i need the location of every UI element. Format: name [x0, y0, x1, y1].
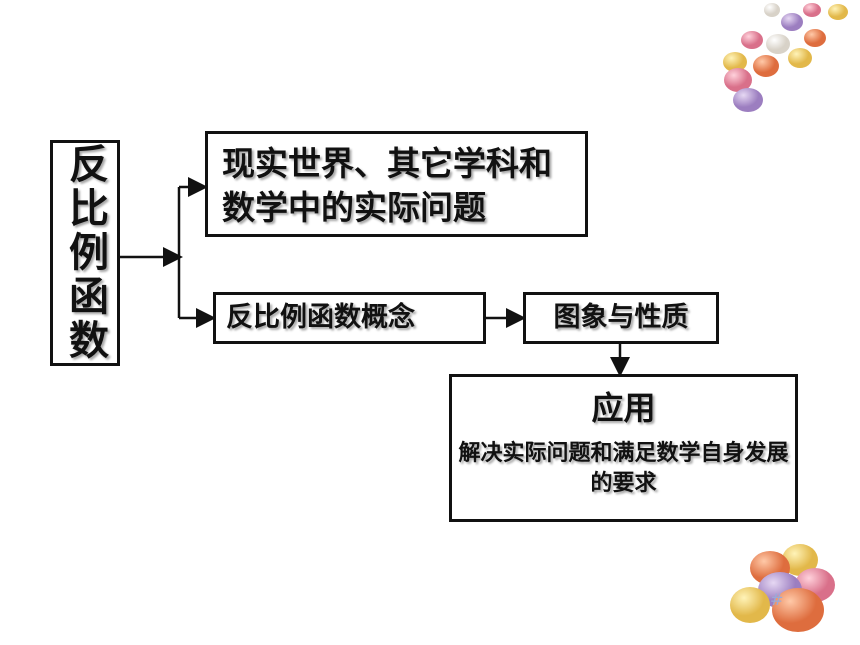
properties-label: 图象与性质 — [553, 302, 689, 333]
application-description: 解决实际问题和满足数学自身发展的要求 — [458, 441, 789, 496]
real-world-label: 现实世界、其它学科和数学中的实际问题 — [222, 144, 552, 227]
properties-node: 图象与性质 — [523, 292, 719, 344]
root-label: 反比例函数 — [62, 143, 108, 363]
concept-label: 反比例函数概念 — [226, 302, 415, 333]
real-world-node: 现实世界、其它学科和数学中的实际问题 — [205, 131, 588, 237]
root-node: 反比例函数 — [50, 140, 120, 366]
egg-cluster-bottom — [730, 544, 835, 632]
egg-cluster-top — [723, 3, 848, 112]
application-node: 应用 解决实际问题和满足数学自身发展的要求 — [449, 374, 798, 522]
page-number: # — [770, 590, 784, 609]
application-title: 应用 — [591, 389, 656, 427]
concept-node: 反比例函数概念 — [213, 292, 486, 344]
